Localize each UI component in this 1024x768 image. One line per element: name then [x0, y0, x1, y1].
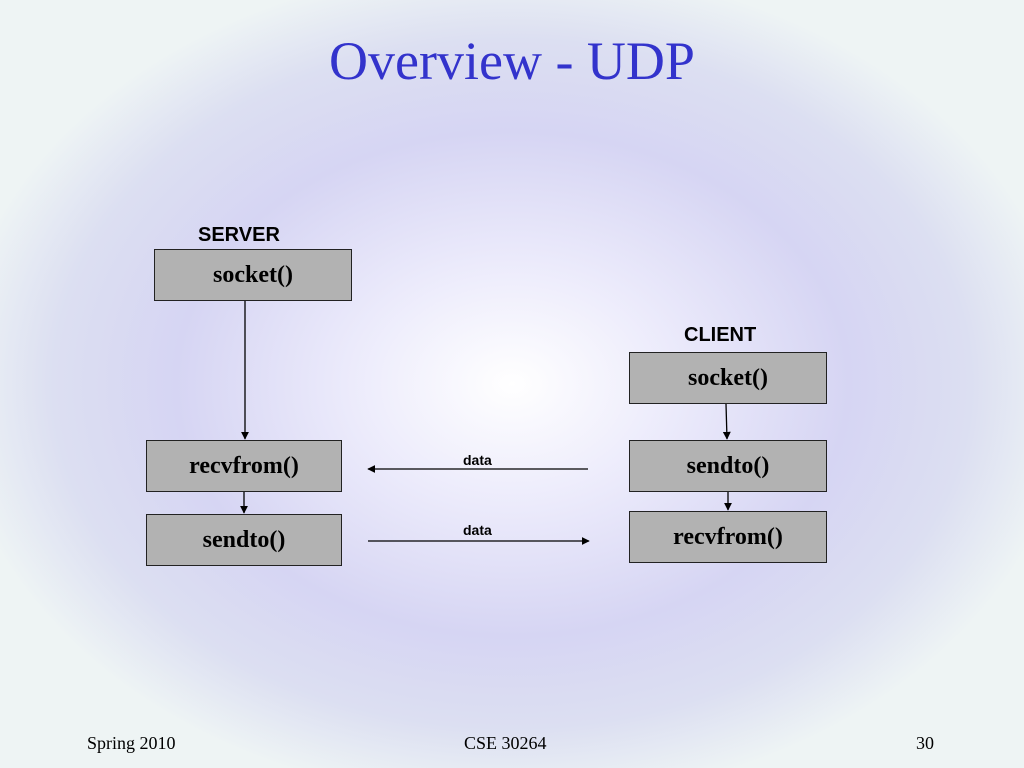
client-to-server-data-label: data	[463, 452, 492, 468]
server-socket-box: socket()	[154, 249, 352, 301]
server-recvfrom-box: recvfrom()	[146, 440, 342, 492]
client-socket-box: socket()	[629, 352, 827, 404]
server-label: SERVER	[198, 224, 280, 246]
server-sendto-box: sendto()	[146, 514, 342, 566]
footer-page-number: 30	[916, 733, 934, 753]
client-socket-to-sendto-arrow	[722, 403, 731, 440]
footer-course: CSE 30264	[464, 733, 547, 753]
client-label: CLIENT	[684, 324, 757, 346]
client-sendto-box: sendto()	[629, 440, 827, 492]
server-to-client-data-label: data	[463, 522, 492, 538]
slide-title: Overview - UDP	[329, 31, 695, 91]
client-recvfrom-box: recvfrom()	[629, 511, 827, 563]
footer-date: Spring 2010	[87, 733, 176, 753]
